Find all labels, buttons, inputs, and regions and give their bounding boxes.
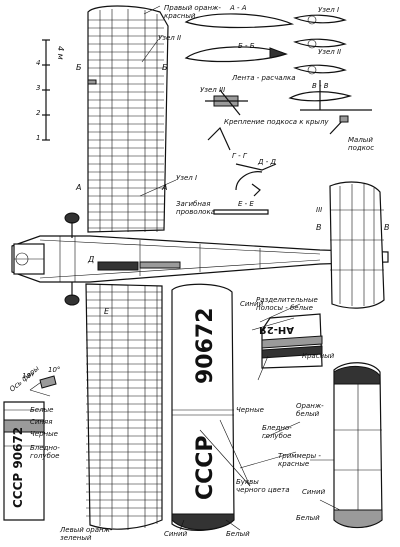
right-wing-ribs	[88, 19, 164, 229]
vertical-fin	[261, 313, 323, 369]
label-section-dd: Д - Д	[257, 158, 276, 166]
label-red-1: Красный	[302, 352, 335, 360]
label-node-iii: Узел III	[200, 86, 225, 94]
fin-reg: АН-2Я	[259, 324, 294, 335]
label-scale-unit: 4 м	[56, 46, 65, 60]
wing-reg-number: 90672	[193, 307, 218, 384]
label-section-bb: Б - Б	[238, 42, 255, 50]
label-section-gg: Г - Г	[232, 152, 248, 160]
scale-tick-4: 4	[36, 59, 40, 67]
fuselage	[11, 235, 389, 283]
label-left-wing: Левый оранж-зеленый	[59, 526, 113, 542]
label-brace-tape: Лента - расчалка	[231, 74, 296, 82]
sec-mark-e: Е	[104, 307, 110, 316]
label-blue-3: Синий	[164, 530, 188, 538]
label-blue-2: Синий	[302, 488, 326, 496]
sec-mark-b-left: Б	[76, 63, 82, 72]
wing-underside-markings	[171, 283, 235, 531]
left-wing	[85, 283, 163, 530]
sec-mark-a-left: А	[75, 183, 81, 192]
scale-tick-3: 3	[36, 84, 40, 92]
strut-details	[205, 89, 372, 191]
fuselage-side-panel	[3, 401, 45, 521]
label-strut-mount: Крепление подкоса к крылу	[224, 118, 329, 126]
leader-lines	[139, 5, 341, 531]
label-right-wing-color: Правый оранж-красный	[164, 4, 221, 20]
section-vv	[288, 80, 353, 110]
label-trimmers: Триммеры -красные	[278, 452, 321, 468]
label-stripe-black: Черные	[30, 430, 58, 438]
sec-mark-v-right: В	[384, 223, 390, 232]
sec-mark-a-right: А	[161, 183, 167, 192]
label-node-ii-b: Узел II	[318, 48, 341, 56]
label-white-2: Белый	[226, 530, 250, 538]
sec-mark-d: Д	[87, 255, 94, 264]
label-stripe-blue: Синяя	[30, 418, 52, 426]
elevator-surface	[333, 362, 383, 529]
horizontal-tail	[329, 181, 385, 309]
label-section-ee: Е - Е	[238, 200, 254, 208]
label-blue-1: Синий	[240, 300, 264, 308]
side-reg: СССР 90672	[11, 427, 25, 508]
section-ee	[213, 209, 269, 215]
label-section-aa: А - А	[229, 4, 247, 12]
label-stripe-white: Белые	[30, 406, 53, 414]
section-dd	[251, 183, 261, 197]
scale-tick-1: 1	[36, 134, 40, 142]
right-wing	[87, 5, 169, 233]
label-section-vv: В - В	[312, 82, 329, 90]
airfoil-sections	[184, 13, 347, 75]
label-node-i-mid: Узел I	[176, 174, 197, 182]
label-stripe-pale-blue: Бледно-голубое	[30, 444, 60, 460]
label-pale-blue: Бледно-голубое	[262, 424, 292, 440]
label-angle-10: 10°	[48, 366, 60, 374]
label-black-1: Черные	[236, 406, 264, 414]
sec-mark-v-left: В	[316, 223, 322, 232]
label-node-i-top: Узел I	[318, 6, 339, 14]
sec-mark-b-right: Б	[162, 63, 168, 72]
landing-gear	[64, 212, 80, 306]
scale-bar	[42, 39, 50, 141]
label-node-iii-right: III	[316, 206, 322, 214]
wing-reg-cccp: СССР	[193, 435, 218, 500]
scale-tick-2: 2	[36, 109, 41, 117]
label-node-ii: Узел II	[158, 34, 181, 42]
label-orange-white: Оранж-белый	[296, 402, 324, 418]
label-angle-18: 18°	[22, 372, 34, 380]
label-white-1: Белый	[296, 514, 320, 522]
